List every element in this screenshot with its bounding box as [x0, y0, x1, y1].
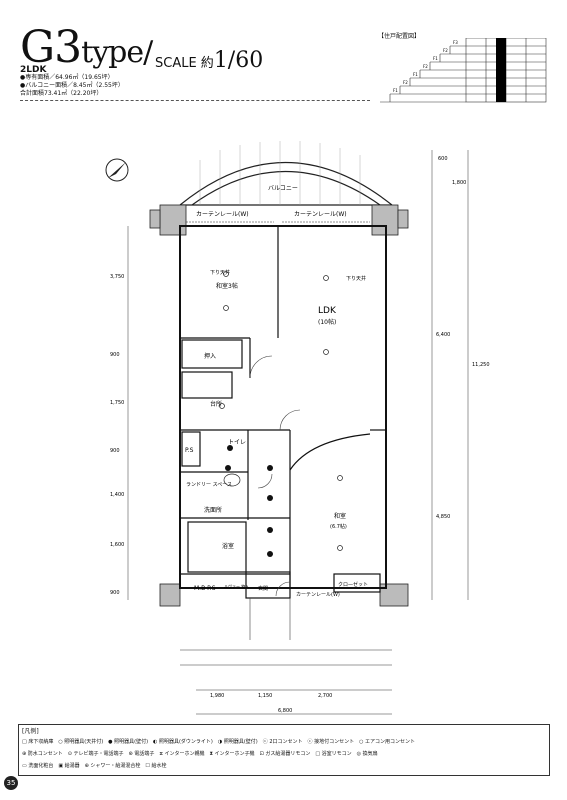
legend-row-3: ▭ 洗面化粧台 ▣ 給湯器 ⊕ シャワー・給湯混合栓 ☐ 給水栓 [22, 763, 167, 769]
dim-1800: 1,800 [452, 180, 466, 186]
dim-1980: 1,980 [210, 693, 224, 699]
ceiling-label-right: 下り天井 [346, 275, 366, 282]
keyplan-floor-f2b: F2 [423, 64, 428, 69]
type-prefix: G3 [20, 22, 82, 73]
area-private: ●専有面積／64.96㎡（19.65坪） [20, 74, 114, 81]
curtain-rail-right: カーテンレール(W) [294, 211, 347, 218]
room-ldk: LDK [318, 306, 337, 316]
north-arrow-icon [105, 158, 129, 182]
dim-6400: 6,400 [436, 332, 450, 338]
dim-900b: 900 [110, 448, 120, 454]
dim-11250: 11,250 [472, 362, 490, 368]
room-closet: クロ—ゼット [338, 581, 368, 588]
room-laundry: ランドリー スペース [186, 482, 232, 488]
dim-1400: 1,400 [110, 492, 124, 498]
room-japanese: 和室3帖 [216, 282, 238, 290]
ps-label: P.S [185, 447, 194, 454]
room-toilet: トイレ [228, 439, 246, 446]
area-balcony: ●バルコニー面積／8.45㎡（2.55坪） [20, 82, 124, 89]
floor-plan: バルコニー [105, 141, 490, 715]
room-kitchen: 台所 [210, 400, 222, 408]
area-total: 合計面積73.41㎡（22.20坪） [20, 90, 103, 97]
dim-top: 600 [438, 156, 448, 162]
dim-1750: 1,750 [110, 400, 124, 406]
room-bath: 浴室 [222, 542, 234, 550]
room-shoes: ルヴァー 物入 [224, 583, 249, 589]
keyplan-floor-f2a: F2 [443, 48, 448, 53]
mb-ps-label: M.B P.S [194, 585, 216, 592]
room-western-size: (6.7帖) [330, 523, 347, 530]
scale-label: SCALE 約1/60 [155, 48, 263, 73]
room-storage: 押入 [204, 352, 216, 360]
title-divider [20, 100, 370, 101]
dim-2700: 2,700 [318, 693, 332, 699]
keyplan-floor-f1a: F1 [433, 56, 438, 61]
legend-title: [凡例] [22, 728, 39, 735]
keyplan-floor-f1c: F1 [393, 88, 398, 93]
balcony-label: バルコニー [268, 185, 298, 192]
keyplan-floor-f2c: F2 [403, 80, 408, 85]
curtain-rail-bottom: カーテンレール(W) [296, 592, 340, 598]
plan-code: 2LDK [20, 65, 47, 75]
dim-900c: 900 [110, 590, 120, 596]
type-suffix: type [81, 35, 144, 70]
dim-1150: 1,150 [258, 693, 272, 699]
dim-6800: 6,800 [278, 708, 292, 714]
ceiling-label-left: 下り天井 [210, 269, 230, 276]
legend-row-1: □ 床下収納庫 ○ 照明器具(天井付) ● 照明器具(壁付) ◐ 照明器具(ダウ… [22, 739, 416, 745]
area-info: 2LDK ●専有面積／64.96㎡（19.65坪） ●バルコニー面積／8.45㎡… [20, 66, 124, 98]
keyplan-grid: F3 F2 F1 F2 F1 F2 F1 [380, 38, 547, 103]
keyplan-floor-f1b: F1 [413, 72, 418, 77]
page-number: 35 [4, 776, 18, 790]
type-title: G3type/ [20, 22, 153, 73]
room-western: 和室 [334, 512, 346, 520]
scale-value: 1/60 [213, 48, 264, 73]
curtain-rail-left: カーテンレール(W) [196, 211, 249, 218]
legend-row-2: ⊕ 防水コンセント ⊙ テレビ端子・電話端子 ⊛ 電話端子 ⧖ インターホン親機… [22, 751, 378, 757]
room-entrance: 玄関 [258, 585, 268, 592]
keyplan-floor-f3: F3 [453, 40, 458, 45]
room-washroom: 洗面所 [204, 506, 222, 514]
dim-900a: 900 [110, 352, 120, 358]
dim-3750: 3,750 [110, 274, 124, 280]
room-ldk-size: (10帖) [318, 318, 336, 326]
legend-box [18, 724, 550, 776]
scale-text: SCALE 約 [155, 56, 214, 71]
dim-4850: 4,850 [436, 514, 450, 520]
dim-1600: 1,600 [110, 542, 124, 548]
keyplan-title: 【住戸配置図】 [378, 33, 421, 40]
